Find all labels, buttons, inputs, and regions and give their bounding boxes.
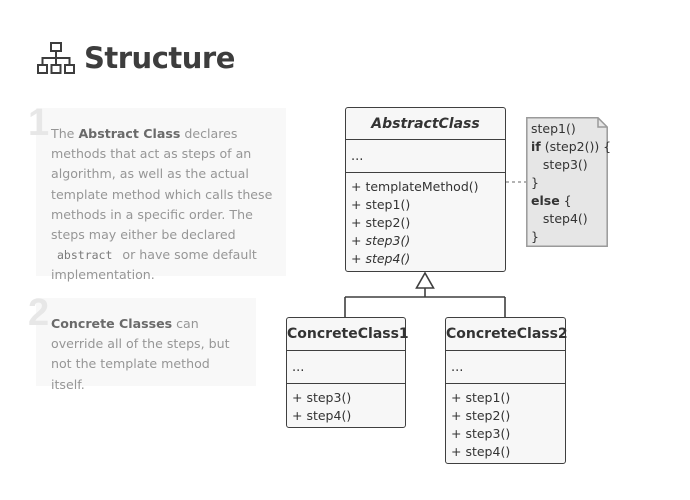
class-fields: ... xyxy=(446,351,565,384)
inheritance-line xyxy=(344,288,506,317)
code-line: step4() xyxy=(531,211,588,226)
class-methods: + step3() + step4() xyxy=(287,384,405,425)
note-text: Concrete Classes can override all of the… xyxy=(51,314,246,395)
class-name: ConcreteClass2 xyxy=(446,318,568,351)
note-number: 2 xyxy=(28,292,50,334)
method-item: + templateMethod() xyxy=(351,179,479,194)
method-item: + step4() xyxy=(292,408,352,423)
explanation-note-2: 2 Concrete Classes can override all of t… xyxy=(28,292,256,392)
note-highlight: Concrete Classes xyxy=(51,316,173,331)
method-item: + step2() xyxy=(351,215,411,230)
note-highlight: Abstract Class xyxy=(78,126,181,141)
method-item: + step1() xyxy=(451,390,511,405)
class-fields: ... xyxy=(287,351,405,384)
note-text-part: The xyxy=(51,126,79,141)
class-name: ConcreteClass1 xyxy=(287,318,409,351)
method-item: + step3() xyxy=(451,426,511,441)
class-methods: + templateMethod() + step1() + step2() +… xyxy=(346,173,505,268)
code-keyword: if xyxy=(531,139,541,154)
note-shape xyxy=(526,117,608,247)
inheritance-arrow-icon xyxy=(415,271,435,289)
method-item: + step3() xyxy=(292,390,352,405)
code-line: { xyxy=(559,193,572,208)
code-keyword: else xyxy=(531,193,560,208)
code-text: step1() if (step2()) { step3() } else { … xyxy=(531,120,611,246)
code-line: } xyxy=(531,229,539,244)
class-fields: ... xyxy=(346,140,505,173)
note-number: 1 xyxy=(28,102,50,144)
class-methods: + step1() + step2() + step3() + step4() xyxy=(446,384,565,461)
method-item: + step4() xyxy=(451,444,511,459)
abstract-method-item: + step4() xyxy=(351,251,411,266)
concrete-class-1-box: ConcreteClass1 ... + step3() + step4() xyxy=(286,317,409,428)
method-item: + step2() xyxy=(451,408,511,423)
note-text-part: can override all of the steps, but not t… xyxy=(51,316,230,392)
section-heading: Structure xyxy=(36,38,235,78)
explanation-note-1: 1 The Abstract Class declares methods th… xyxy=(28,102,286,282)
code-note: step1() if (step2()) { step3() } else { … xyxy=(526,117,611,247)
page-title: Structure xyxy=(84,41,235,75)
note-text: The Abstract Class declares methods that… xyxy=(51,124,279,286)
note-text-part: or have some default implementation. xyxy=(51,247,257,283)
concrete-class-2-box: ConcreteClass2 ... + step1() + step2() +… xyxy=(445,317,568,464)
code-line: step3() xyxy=(531,157,588,172)
note-text-part: declares methods that act as steps of an… xyxy=(51,126,273,243)
class-name: AbstractClass xyxy=(346,108,505,140)
code-line: step1() xyxy=(531,121,576,136)
code-line: (step2()) { xyxy=(540,139,612,154)
hierarchy-icon xyxy=(37,42,75,74)
method-item: + step1() xyxy=(351,197,411,212)
code-keyword: abstract xyxy=(57,248,113,263)
abstract-method-item: + step3() xyxy=(351,233,411,248)
abstract-class-box: AbstractClass ... + templateMethod() + s… xyxy=(345,107,506,272)
code-line: } xyxy=(531,175,539,190)
